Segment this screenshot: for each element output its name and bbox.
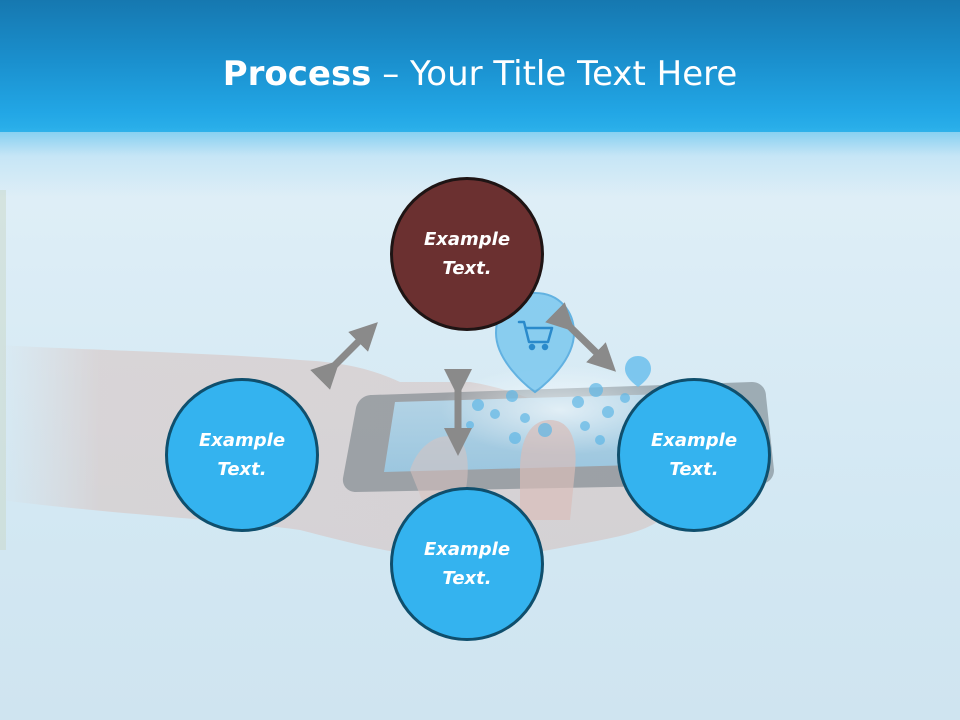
- slide-title[interactable]: Process – Your Title Text Here: [0, 52, 960, 96]
- title-rest: – Your Title Text Here: [371, 54, 738, 94]
- process-node-right[interactable]: Example Text.: [617, 378, 771, 532]
- title-bold: Process: [222, 54, 372, 94]
- node-label: Example Text.: [423, 229, 511, 279]
- process-node-bottom[interactable]: Example Text.: [390, 487, 544, 641]
- process-node-top[interactable]: Example Text.: [390, 177, 544, 331]
- header-band: [0, 0, 960, 132]
- node-label: Example Text.: [650, 430, 738, 480]
- node-label: Example Text.: [423, 539, 511, 589]
- process-node-left[interactable]: Example Text.: [165, 378, 319, 532]
- node-label: Example Text.: [198, 430, 286, 480]
